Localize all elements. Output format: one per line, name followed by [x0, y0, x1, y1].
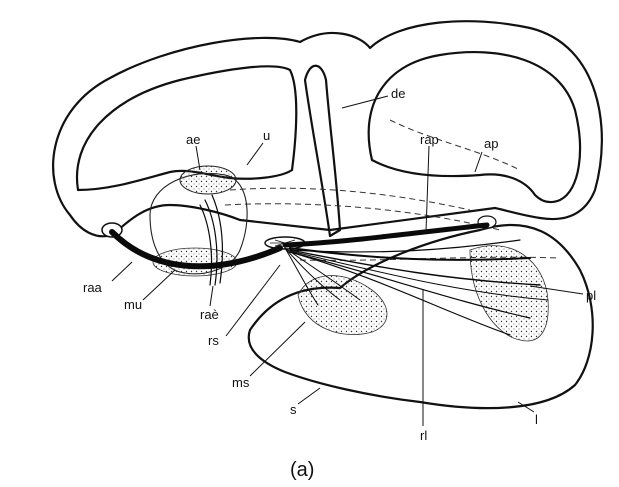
label-ap: ap	[484, 136, 498, 151]
label-raa: raa	[83, 280, 103, 295]
label-de: de	[391, 86, 405, 101]
macula-sacculi	[298, 276, 387, 335]
figure-caption: (a)	[290, 459, 314, 481]
label-mu: mu	[124, 297, 142, 312]
label-pl: pl	[586, 288, 596, 303]
label-rs: rs	[208, 333, 219, 348]
anterior-ampulla	[180, 166, 236, 194]
canal-outer-outline	[53, 21, 602, 236]
dashed-outline-right	[390, 120, 520, 170]
label-u: u	[263, 128, 270, 143]
label-l: l	[535, 412, 538, 427]
endolymphatic-duct	[305, 66, 340, 236]
posterior-canal-lumen	[369, 52, 580, 202]
label-ae: ae	[186, 132, 200, 147]
label-ms: ms	[232, 375, 250, 390]
label-rap: rap	[420, 132, 439, 147]
label-rl: rl	[420, 428, 427, 443]
label-s: s	[290, 402, 297, 417]
label-rae: raè	[200, 307, 219, 322]
